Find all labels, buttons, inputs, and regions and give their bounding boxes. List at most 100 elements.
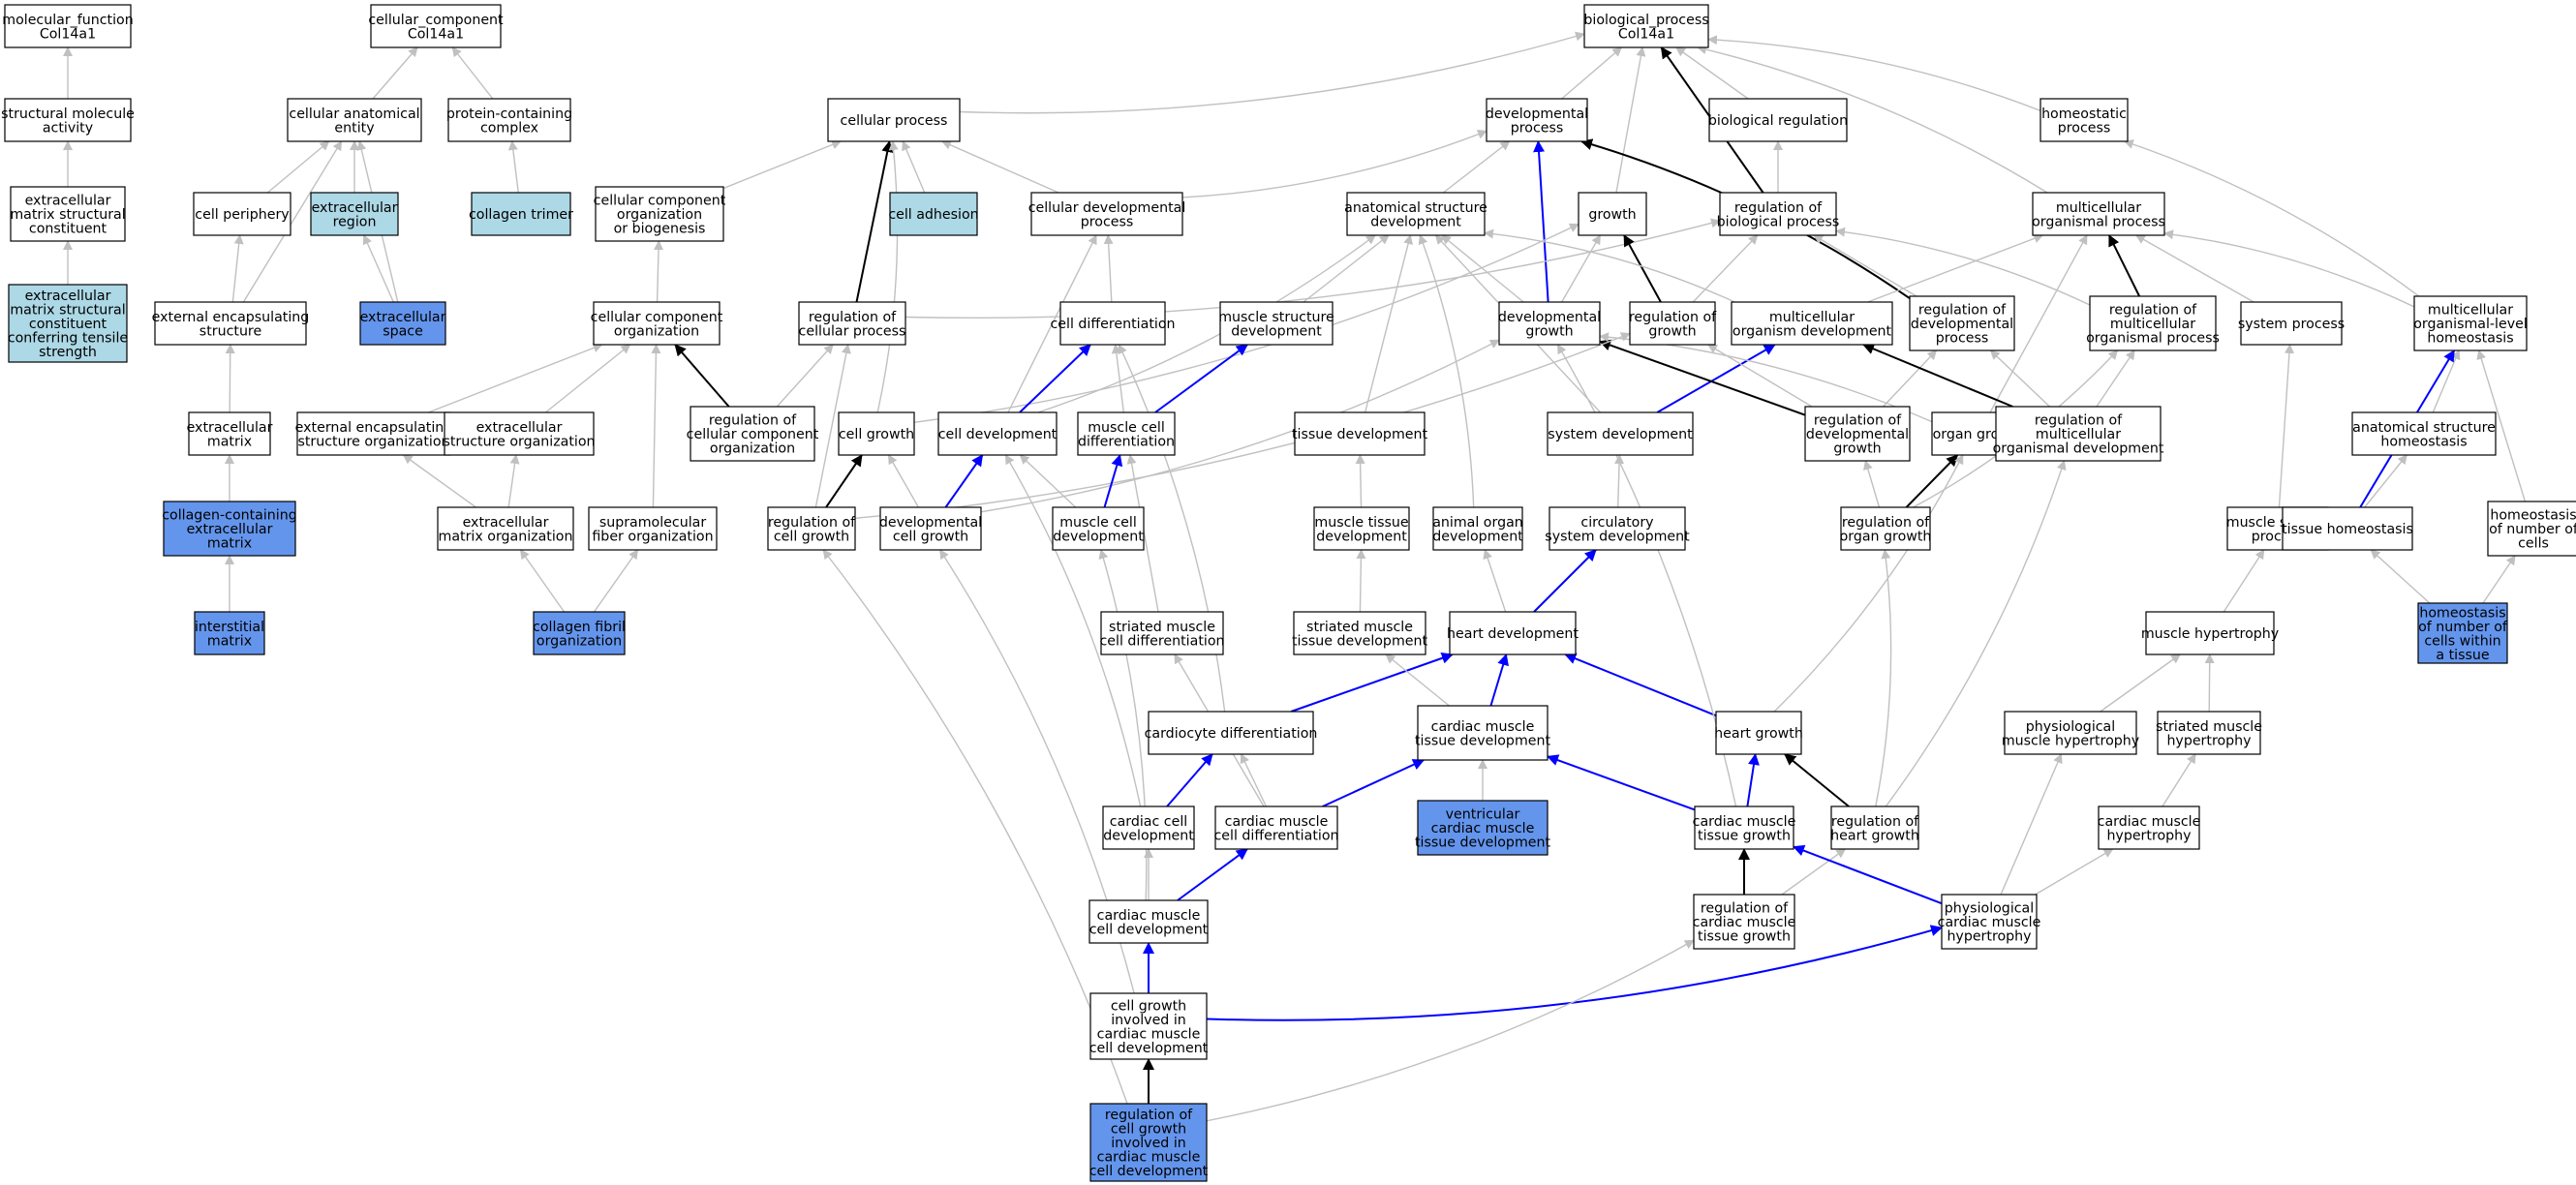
- edge-cell_development-to-cell_dev_process: [1007, 234, 1097, 413]
- node-box: [1432, 506, 1523, 551]
- edge-dev_cell_growth-to-dev_growth: [980, 339, 1500, 513]
- node-cell-adhesion[interactable]: cell adhesion: [888, 192, 979, 236]
- node-muscle-hypertrophy[interactable]: muscle hypertrophy: [2141, 611, 2279, 655]
- edge-homeo_num_cells_tissue-to-tissue_homeo: [2370, 549, 2431, 604]
- node-heart-growth[interactable]: heart growth: [1714, 711, 1803, 755]
- edge-phys_muscle_hyp-to-muscle_hypertrophy: [2100, 653, 2182, 713]
- edge-system_dev-to-multicell_org_dev: [1656, 344, 1776, 413]
- node-collagen-trimer[interactable]: collagen trimer: [469, 192, 573, 236]
- node-bio-reg[interactable]: biological regulation: [1708, 98, 1848, 142]
- node-cell-development[interactable]: cell development: [937, 411, 1058, 456]
- node-system-dev[interactable]: system development: [1547, 411, 1694, 456]
- node-cardiocyte-diff[interactable]: cardiocyte differentiation: [1145, 711, 1318, 755]
- node-tissue-homeo[interactable]: tissue homeostasis: [2282, 506, 2413, 551]
- node-box: [1693, 894, 1795, 950]
- node-label: cardiocyte differentiation: [1145, 726, 1318, 742]
- node-cell-diff[interactable]: cell differentiation: [1051, 301, 1176, 346]
- node-box: [1719, 192, 1837, 236]
- node-cellular-process[interactable]: cellular process: [827, 98, 961, 142]
- node-cell-periphery[interactable]: cell periphery: [193, 192, 291, 236]
- node-cell-growth[interactable]: cell growth: [838, 411, 915, 456]
- node-box: [163, 501, 296, 557]
- edge-tissue_dev-to-anat_struct_dev: [1364, 234, 1413, 413]
- edge-reg_cell_proc-to-cellular_process: [855, 140, 894, 303]
- node-tissue-dev[interactable]: tissue development: [1292, 411, 1428, 456]
- node-box: [2098, 805, 2200, 850]
- node-heart-dev[interactable]: heart development: [1447, 611, 1579, 655]
- node-growth[interactable]: growth: [1578, 192, 1647, 236]
- node-system-process[interactable]: system process: [2238, 301, 2345, 346]
